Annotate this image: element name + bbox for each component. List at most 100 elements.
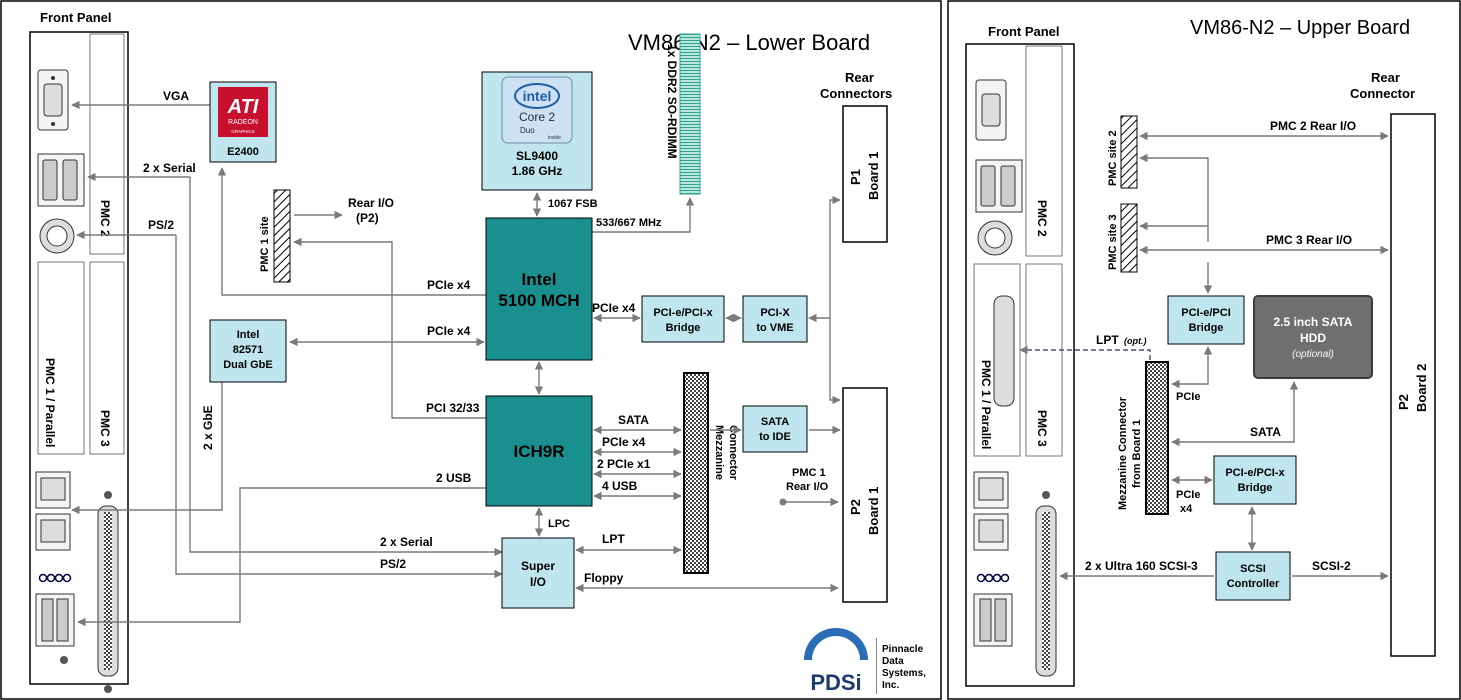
pmc-site2-connector	[1120, 115, 1138, 189]
upper-pcie-label: PCIe	[1176, 391, 1200, 403]
ps2-connector-icon	[39, 218, 75, 254]
scsi-connector-icon	[97, 491, 119, 693]
ati-logo-icon	[218, 87, 268, 137]
super-io-chip	[501, 537, 575, 609]
pcie-pci-bridge	[1167, 295, 1245, 345]
usb-to-front	[77, 487, 486, 627]
pcie-pcix-bridge-upper	[1213, 455, 1297, 505]
bridge-to-site2	[1139, 153, 1209, 242]
sataide-line1: SATA	[761, 416, 789, 428]
lpc-label: LPC	[548, 518, 570, 530]
cpu-duo: Duo	[520, 126, 535, 135]
lower-title: VM86-N2 – Lower Board	[628, 30, 870, 55]
mch-chip	[485, 217, 593, 361]
upper-usb-connector-icon	[973, 593, 1013, 647]
ati-sub: RADEON	[228, 119, 258, 126]
gbe-label: 2 x GbE	[201, 405, 215, 450]
vga-connector-icon	[37, 69, 69, 131]
pdsi-logo-text: PDSi	[810, 670, 861, 695]
upper-scsi-connector-icon	[1035, 491, 1057, 677]
pmc1-rear-label1: PMC 1	[792, 467, 826, 479]
upper-rear-label2: Connector	[1350, 86, 1415, 101]
gbe-chip	[209, 319, 287, 383]
pmc-site3-connector	[1120, 203, 1138, 273]
pcie-mezz-label: PCIe x4	[602, 435, 646, 449]
upper-sata-label: SATA	[1250, 425, 1281, 439]
upper-lpt-opt: (opt.)	[1124, 336, 1147, 346]
hdd-line3: (optional)	[1292, 349, 1334, 360]
upper-board-panel: VM86-N2 – Upper Board Front Panel PMC 2 …	[947, 0, 1461, 700]
upper-title: VM86-N2 – Upper Board	[1190, 17, 1410, 39]
lpt-opt-line	[1019, 345, 1151, 360]
logo-divider	[876, 638, 877, 694]
pmc1-parallel-label: PMC 1 / Parallel	[43, 358, 57, 447]
front-panel-label: Front Panel	[40, 10, 112, 25]
rear-io-p2-label: (P2)	[356, 211, 379, 225]
bridge1-line2: Bridge	[1189, 322, 1224, 334]
upper-p2-label: P2	[1396, 394, 1411, 410]
p2-board-label: Board 1	[866, 487, 881, 535]
vme-line2: to VME	[756, 322, 793, 334]
lower-board-panel: VM86-N2 – Lower Board Front Panel PMC 2 …	[0, 0, 942, 700]
pcie-ati-label: PCIe x4	[427, 278, 471, 292]
mch-to-ati	[217, 167, 486, 296]
vga-label: VGA	[163, 89, 189, 103]
cpu-inside: inside	[548, 135, 561, 141]
ich9r-label: ICH9R	[513, 442, 564, 461]
pcie-pcix-bridge	[641, 295, 725, 343]
upper-p2-connector	[1390, 113, 1436, 657]
ps2-label: PS/2	[148, 218, 174, 232]
ati-label: E2400	[227, 146, 259, 158]
pcie-bridge-label: PCIe x4	[592, 301, 636, 315]
sataide-line2: to IDE	[759, 431, 791, 443]
pcie-x4-line2: x4	[1180, 503, 1193, 515]
upper-parallel-connector-icon	[993, 295, 1015, 407]
rear-io-label: Rear I/O	[348, 196, 394, 210]
lower-panel-frame	[0, 0, 942, 700]
scsi-front-label: 2 x Ultra 160 SCSI-3	[1085, 559, 1198, 573]
upper-mezzanine-connector	[1145, 361, 1169, 515]
gbe-line2: 82571	[233, 344, 264, 356]
rear-connectors-label1: Rear	[845, 70, 874, 85]
usb4-label: 4 USB	[602, 479, 638, 493]
bridge-line1: PCI-e/PCI-x	[653, 307, 713, 319]
p1-connector	[842, 105, 888, 243]
pmc1-site-label: PMC 1 site	[259, 216, 271, 272]
company-line1: Pinnacle	[882, 644, 924, 655]
bridge2-line1: PCI-e/PCI-x	[1225, 467, 1285, 479]
upper-pmc2-label: PMC 2	[1035, 200, 1049, 237]
usb-connector-icon	[35, 593, 75, 647]
dimm-module	[679, 33, 701, 195]
upper-lpt-label: LPT	[1096, 333, 1119, 347]
serial-connector-icon	[37, 153, 85, 207]
upper-mezz-line1: Mezzanine Connector	[1117, 396, 1129, 510]
cpu-model: SL9400	[516, 149, 558, 163]
superio-line1: Super	[521, 559, 555, 573]
ethernet-connector-icon	[35, 471, 71, 551]
screw-icon	[60, 656, 68, 664]
company-line2: Data	[882, 656, 904, 667]
mezzanine-label: Mezzanine	[713, 425, 725, 480]
hdd-line2: HDD	[1300, 331, 1326, 345]
upper-pmc1-parallel-label: PMC 1 / Parallel	[979, 360, 993, 449]
scsi-ctrl-line1: SCSI	[1240, 563, 1266, 575]
vme-to-p1	[829, 195, 841, 318]
bridge-line2: Bridge	[666, 322, 701, 334]
cpu-line: Core 2	[519, 110, 555, 124]
upper-pmc3-label: PMC 3	[1035, 410, 1049, 447]
ati-sub2: GRAPHICS	[231, 129, 255, 134]
upper-vga-connector-icon	[975, 79, 1007, 141]
upper-pmc2-slot	[1025, 45, 1063, 257]
hdd-line1: 2.5 inch SATA	[1274, 315, 1353, 329]
serial-superio-label: 2 x Serial	[380, 535, 433, 549]
lpt-label: LPT	[602, 532, 625, 546]
usb2-label: 2 USB	[436, 471, 472, 485]
upper-rear-label1: Rear	[1371, 70, 1400, 85]
scsi-controller	[1215, 551, 1291, 601]
serial-label: 2 x Serial	[143, 161, 196, 175]
gbe-line3: Dual GbE	[223, 359, 273, 371]
p1-label: P1	[848, 169, 863, 185]
ati-logo-text: ATI	[227, 96, 259, 118]
pmc2-rear-label: PMC 2 Rear I/O	[1270, 119, 1356, 133]
